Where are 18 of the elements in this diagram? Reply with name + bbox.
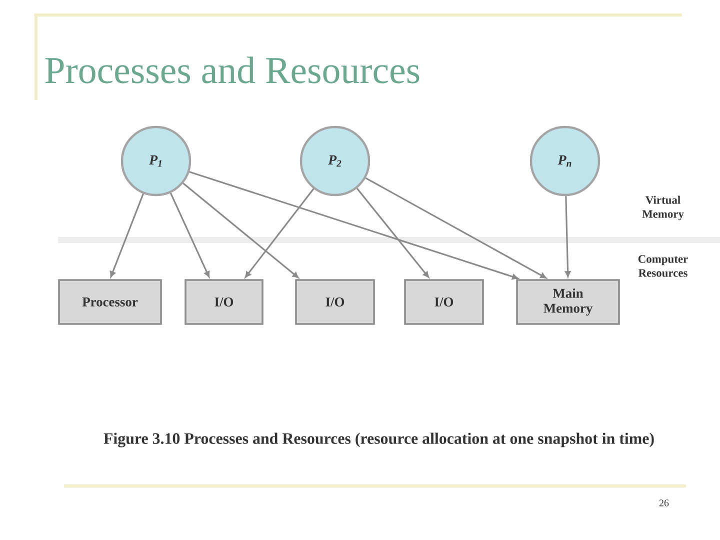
arrow (565, 196, 571, 278)
arrow (170, 192, 210, 278)
resource-box: Main Memory (516, 279, 620, 325)
resource-box: I/O (404, 279, 484, 325)
arrow (356, 188, 430, 278)
resource-box: Processor (58, 279, 162, 325)
caption: Figure 3.10 Processes and Resources (resource allocation at one snapshot in time) (104, 432, 654, 448)
arrow (182, 182, 299, 278)
layer-label: Computer Resources (638, 255, 688, 277)
page-number: 26 (659, 500, 669, 506)
arrow (110, 193, 144, 278)
title: Processes and Resources (45, 56, 420, 84)
arrow (189, 171, 518, 280)
resource-box: I/O (184, 279, 264, 325)
resource-box: I/O (295, 279, 375, 325)
arrow (365, 177, 546, 278)
arrow (244, 188, 314, 278)
layer-label: Virtual Memory (642, 196, 684, 220)
